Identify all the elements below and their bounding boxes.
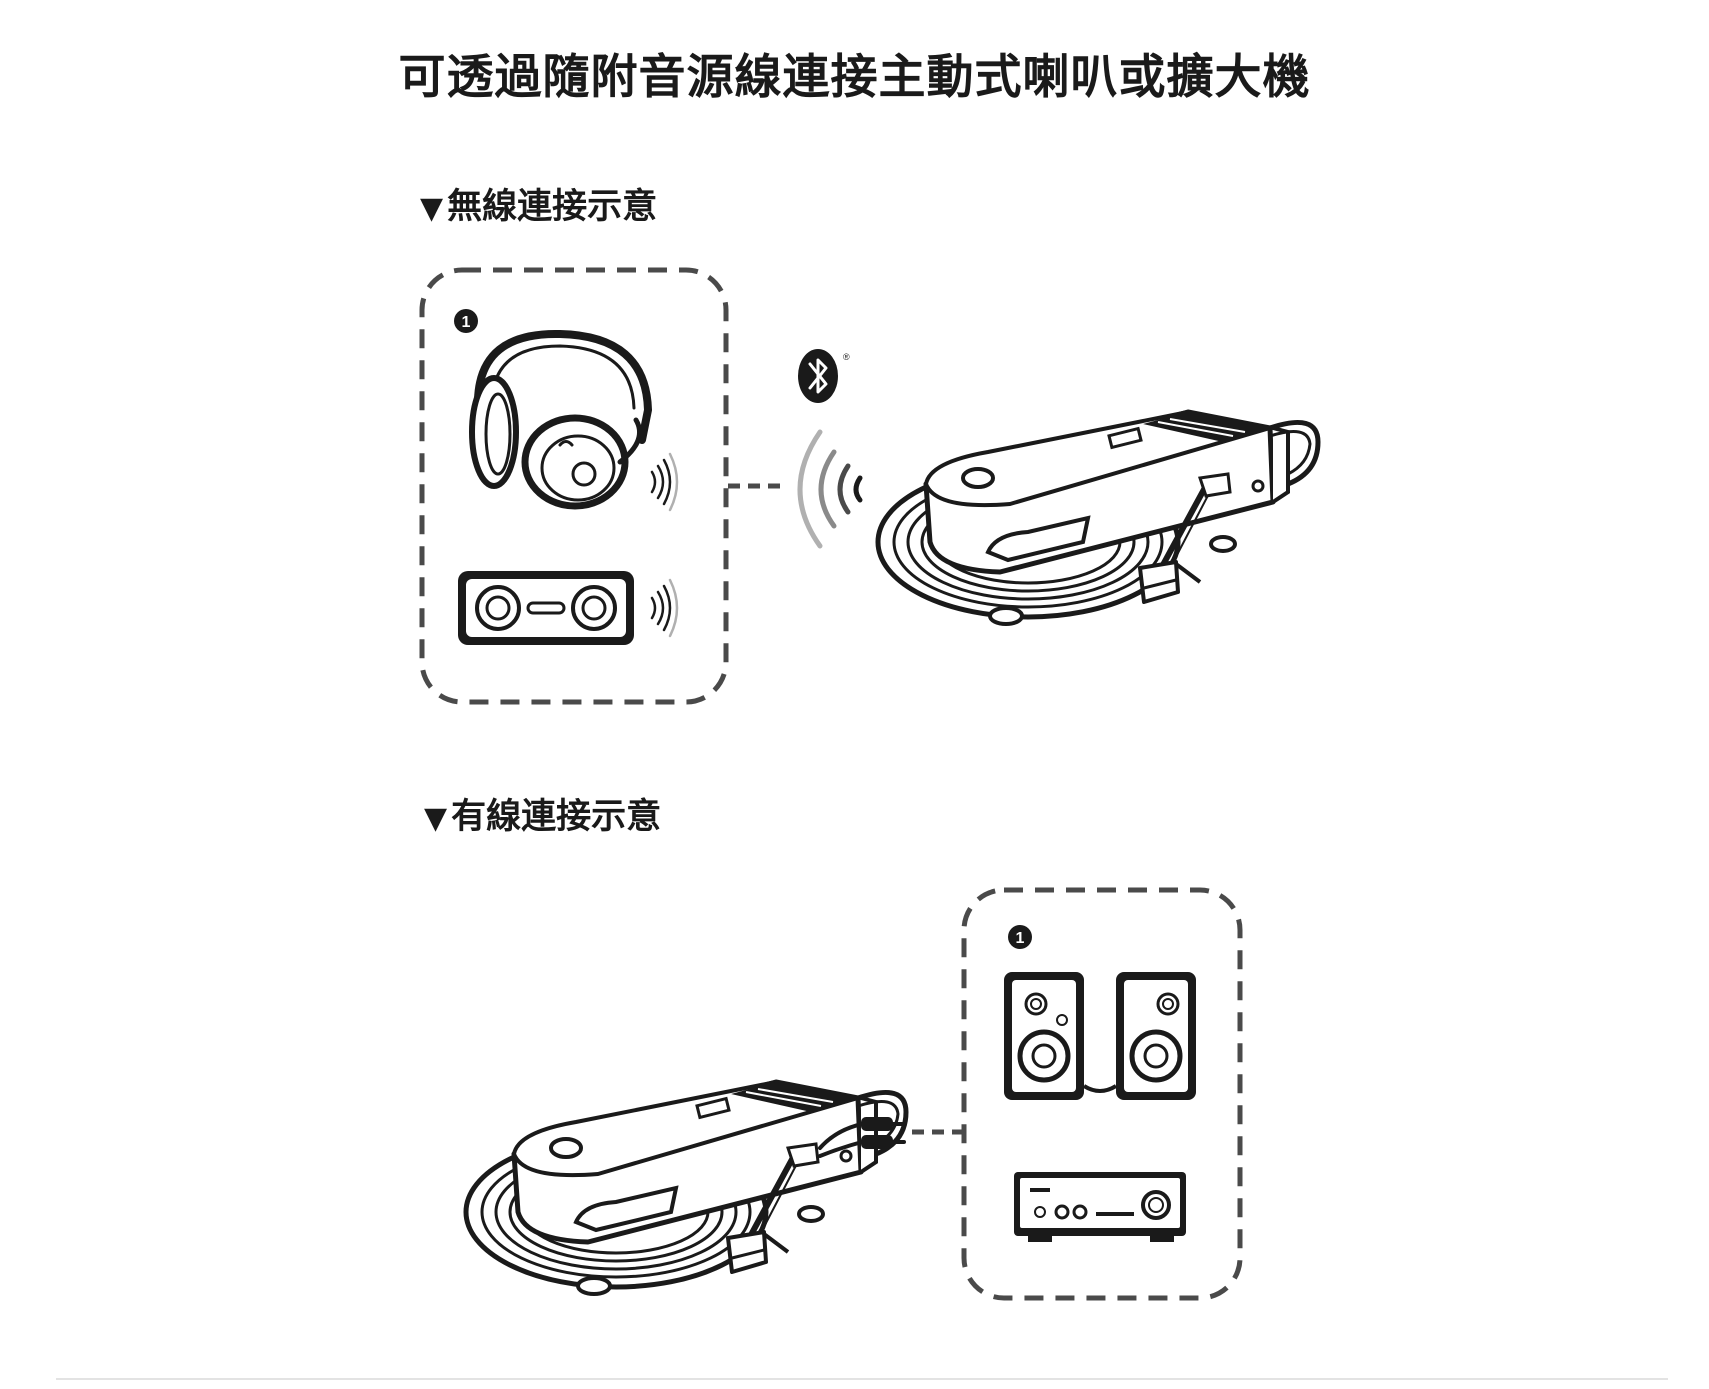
- bottom-divider: [56, 1378, 1668, 1380]
- wired-section-label: 有線連接示意: [451, 797, 662, 837]
- svg-text:1: 1: [462, 314, 471, 331]
- svg-text:1: 1: [1016, 930, 1025, 947]
- wireless-section-label: 無線連接示意: [447, 187, 658, 227]
- sound-wave-icon: [650, 578, 679, 638]
- rca-cable-icon: [818, 1117, 906, 1158]
- wired-device-group-box: [961, 887, 1243, 1301]
- wireless-device-group-box: [419, 267, 729, 705]
- wireless-section-heading: ▼無線連接示意: [420, 178, 657, 229]
- page-title: 可透過隨附音源線連接主動式喇叭或擴大機: [398, 50, 1311, 105]
- wired-section-heading: ▼有線連接示意: [424, 788, 661, 839]
- headphones-icon: [469, 329, 652, 510]
- active-speakers-icon: [1004, 972, 1196, 1100]
- turntable-illustration-wireless: [878, 412, 1318, 624]
- sound-wave-icon: [650, 452, 679, 512]
- amplifier-icon: [1014, 1172, 1186, 1242]
- triangle-marker-icon: ▼: [424, 801, 448, 836]
- wireless-signal-icon: [797, 429, 863, 549]
- svg-text:®: ®: [843, 352, 850, 362]
- wireless-badge-1: 1: [454, 309, 478, 333]
- wired-badge-1: 1: [1008, 925, 1032, 949]
- bluetooth-icon: ®: [798, 349, 850, 403]
- turntable-illustration-wired: [466, 1082, 906, 1294]
- portable-speaker-icon: [458, 571, 634, 645]
- triangle-marker-icon: ▼: [420, 191, 444, 226]
